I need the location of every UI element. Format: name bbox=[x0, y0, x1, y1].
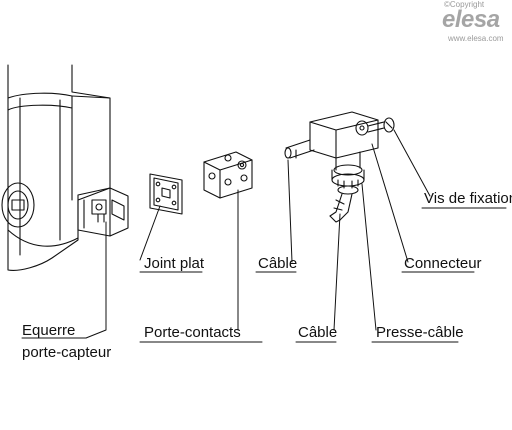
label-cable-top: Câble bbox=[258, 255, 298, 272]
leader-joint-plat bbox=[139, 205, 161, 261]
label-joint-plat: Joint plat bbox=[144, 255, 205, 272]
label-presse-cable: Presse-câble bbox=[376, 324, 464, 341]
label-connecteur: Connecteur bbox=[404, 255, 482, 272]
brand-logo: elesa bbox=[442, 6, 500, 33]
leader-cable-bottom bbox=[333, 213, 341, 331]
label-vis-de-fixation: Vis de fixation bbox=[424, 190, 512, 207]
label-porte-contacts: Porte-contacts bbox=[144, 324, 241, 341]
leader-vis-fixation bbox=[393, 129, 431, 197]
leader-cable-top bbox=[287, 159, 293, 263]
presse-cable-gland bbox=[329, 151, 365, 223]
label-underlines bbox=[21, 207, 507, 343]
equerre-bracket bbox=[77, 187, 129, 237]
copyright-text: ©Copyright bbox=[444, 0, 485, 9]
leader-connecteur bbox=[371, 143, 409, 263]
joint-plat-gasket bbox=[149, 173, 183, 215]
leader-lines bbox=[85, 129, 431, 339]
sensor-body bbox=[1, 64, 111, 271]
label-equerre: Equerre bbox=[22, 322, 76, 339]
leader-equerre bbox=[85, 221, 107, 339]
label-porte-capteur: porte-capteur bbox=[22, 344, 112, 361]
leader-presse-cable bbox=[361, 183, 377, 331]
brand-url: www.elesa.com bbox=[448, 34, 504, 43]
connecteur-housing bbox=[284, 111, 379, 159]
vis-de-fixation-screw bbox=[367, 117, 395, 133]
label-cable-bottom: Câble bbox=[298, 324, 338, 341]
porte-contacts-block bbox=[203, 151, 253, 199]
